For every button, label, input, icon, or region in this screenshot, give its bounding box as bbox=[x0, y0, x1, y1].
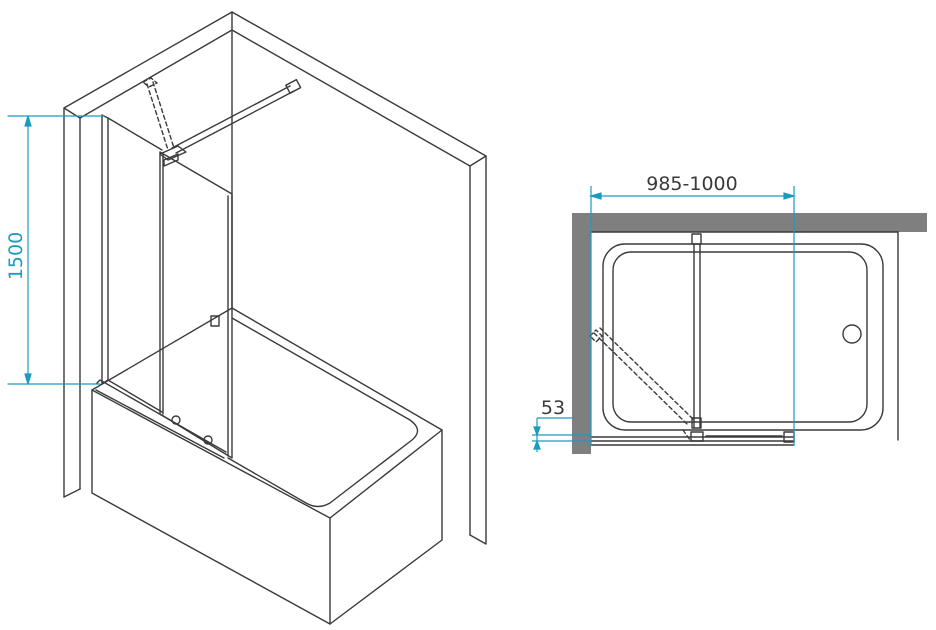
isometric-view bbox=[7, 11, 487, 625]
support-rod-top bbox=[691, 233, 702, 429]
profile-depth-label: 53 bbox=[541, 397, 565, 419]
swing-glass-panel bbox=[159, 151, 233, 459]
profile-depth-dimension bbox=[532, 417, 591, 452]
height-label: 1500 bbox=[5, 232, 27, 280]
fixed-glass-panel bbox=[101, 114, 163, 413]
top-view bbox=[532, 186, 927, 454]
width-dimension bbox=[588, 186, 797, 446]
height-dimension bbox=[7, 115, 105, 385]
bathtub-top bbox=[590, 231, 899, 441]
bottom-rail bbox=[95, 379, 227, 459]
folding-arm-dashed bbox=[142, 77, 175, 151]
top-support-rod bbox=[159, 78, 302, 167]
bathtub bbox=[91, 307, 443, 625]
folding-arm-top-dashed bbox=[589, 327, 695, 441]
width-label: 985-1000 bbox=[646, 173, 737, 195]
wall-section bbox=[572, 213, 927, 454]
glass-panels-top bbox=[590, 431, 795, 446]
